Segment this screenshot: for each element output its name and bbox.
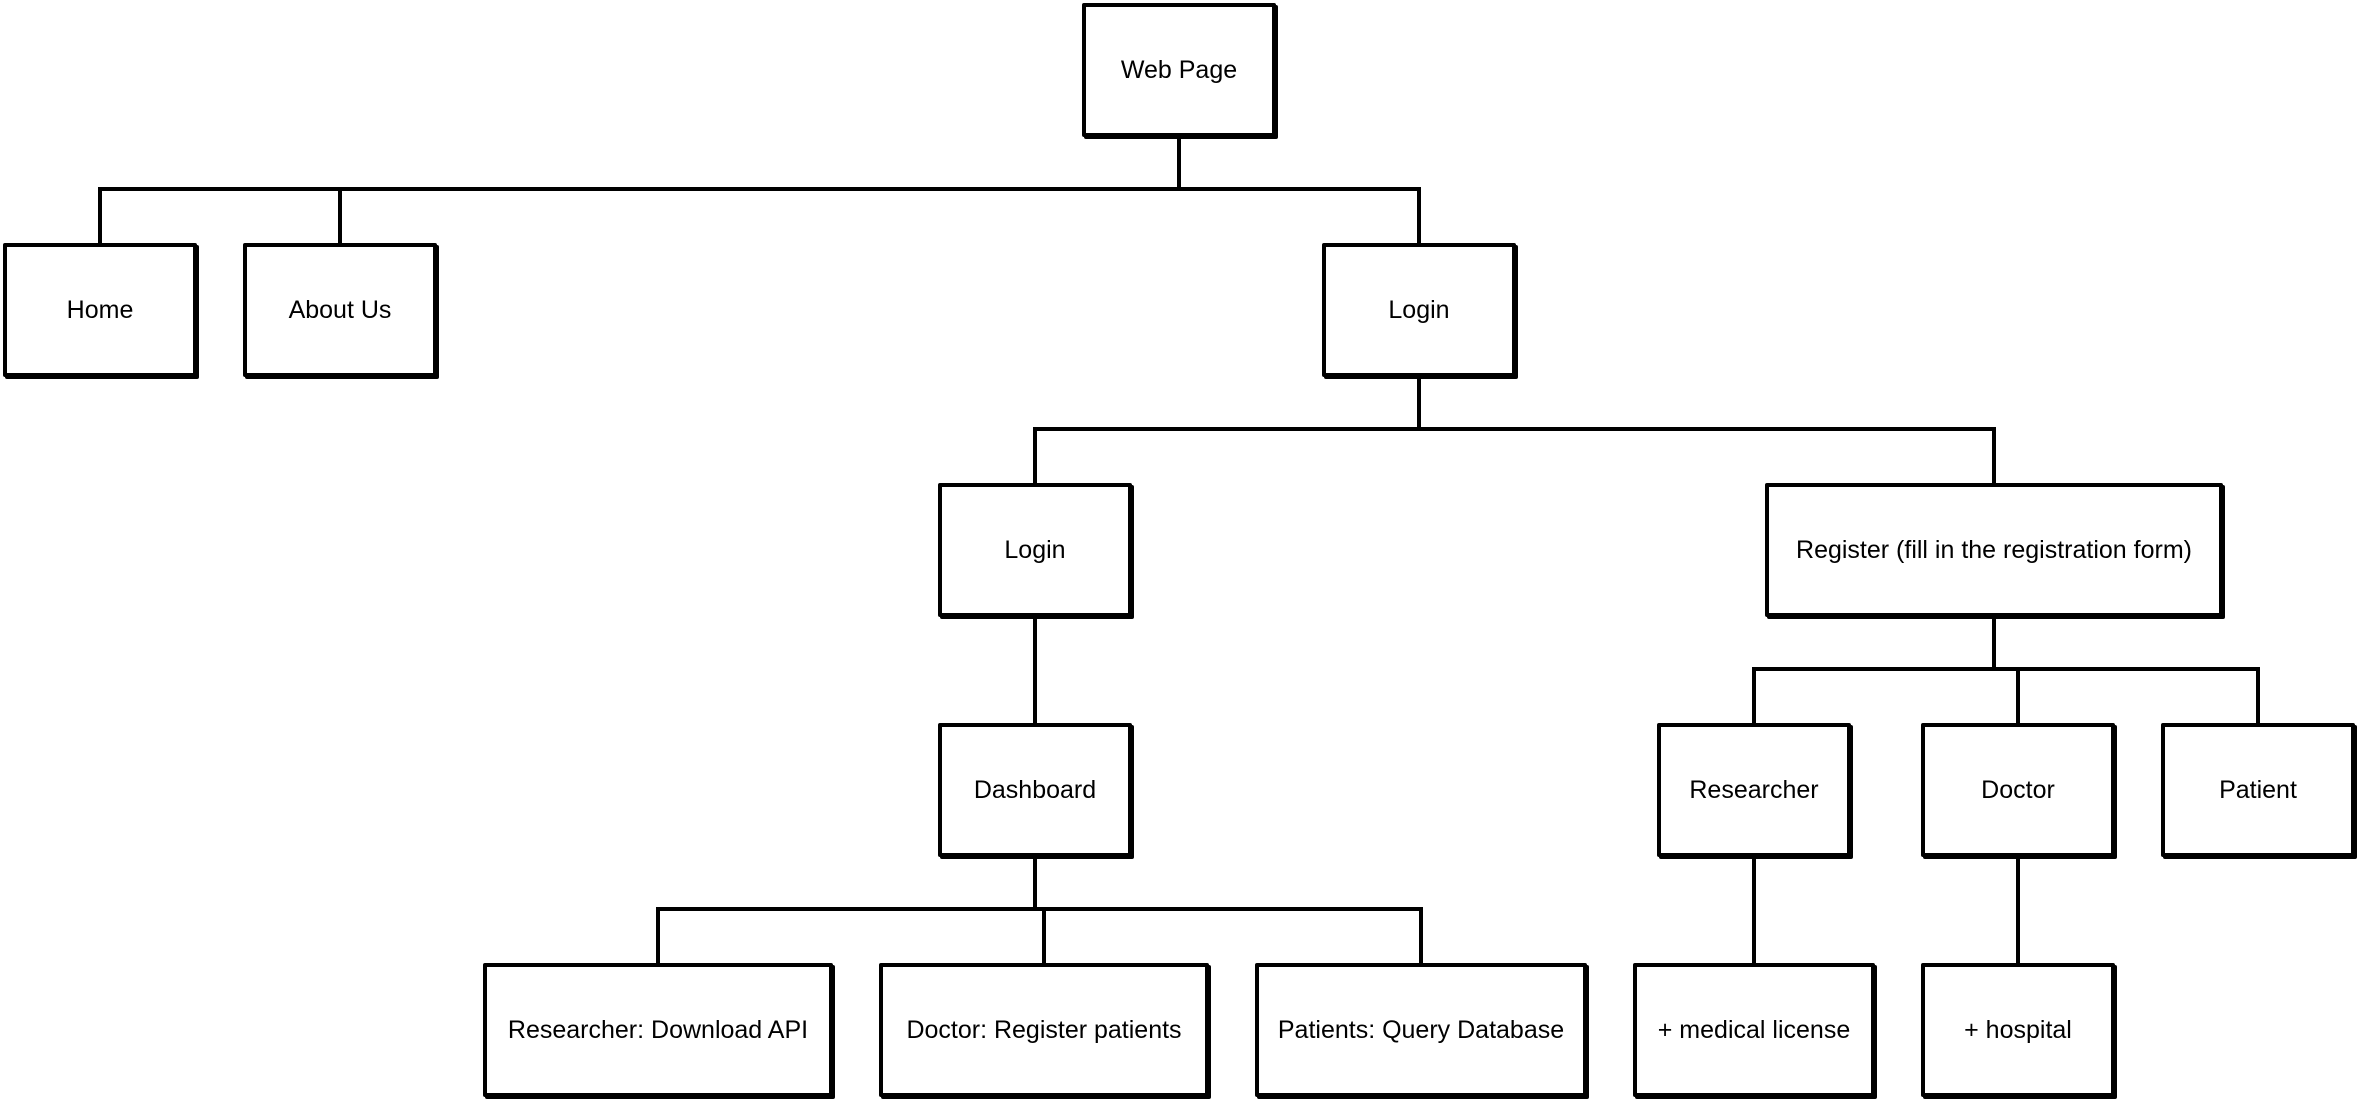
node-label: + hospital: [1964, 1015, 2072, 1044]
node-label: Doctor: [1981, 775, 2055, 804]
node-label: Researcher: [1689, 775, 1819, 804]
node-patients-query-database: Patients: Query Database: [1255, 963, 1587, 1097]
node-hospital: + hospital: [1921, 963, 2115, 1097]
node-label: About Us: [288, 295, 392, 324]
node-researcher-download-api: Researcher: Download API: [483, 963, 833, 1097]
node-label: Register (fill in the registration form): [1796, 535, 2192, 564]
node-label: Dashboard: [973, 775, 1097, 804]
node-medical-license: + medical license: [1633, 963, 1875, 1097]
node-home: Home: [3, 243, 197, 377]
node-patient: Patient: [2161, 723, 2355, 857]
node-label: + medical license: [1657, 1015, 1851, 1044]
node-doctor-register-patients: Doctor: Register patients: [879, 963, 1209, 1097]
node-label: Patient: [2219, 775, 2297, 804]
node-label: Home: [66, 295, 134, 324]
node-about-us: About Us: [243, 243, 437, 377]
node-label: Doctor: Register patients: [906, 1015, 1182, 1044]
node-researcher: Researcher: [1657, 723, 1851, 857]
node-label: Login: [1004, 535, 1066, 564]
node-login-main: Login: [1322, 243, 1516, 377]
node-label: Patients: Query Database: [1277, 1015, 1565, 1044]
node-register: Register (fill in the registration form): [1765, 483, 2223, 617]
node-login: Login: [938, 483, 1132, 617]
node-dashboard: Dashboard: [938, 723, 1132, 857]
node-label: Web Page: [1120, 55, 1238, 84]
node-label: Researcher: Download API: [507, 1015, 809, 1044]
node-label: Login: [1388, 295, 1450, 324]
node-web-page: Web Page: [1082, 3, 1276, 137]
node-doctor: Doctor: [1921, 723, 2115, 857]
